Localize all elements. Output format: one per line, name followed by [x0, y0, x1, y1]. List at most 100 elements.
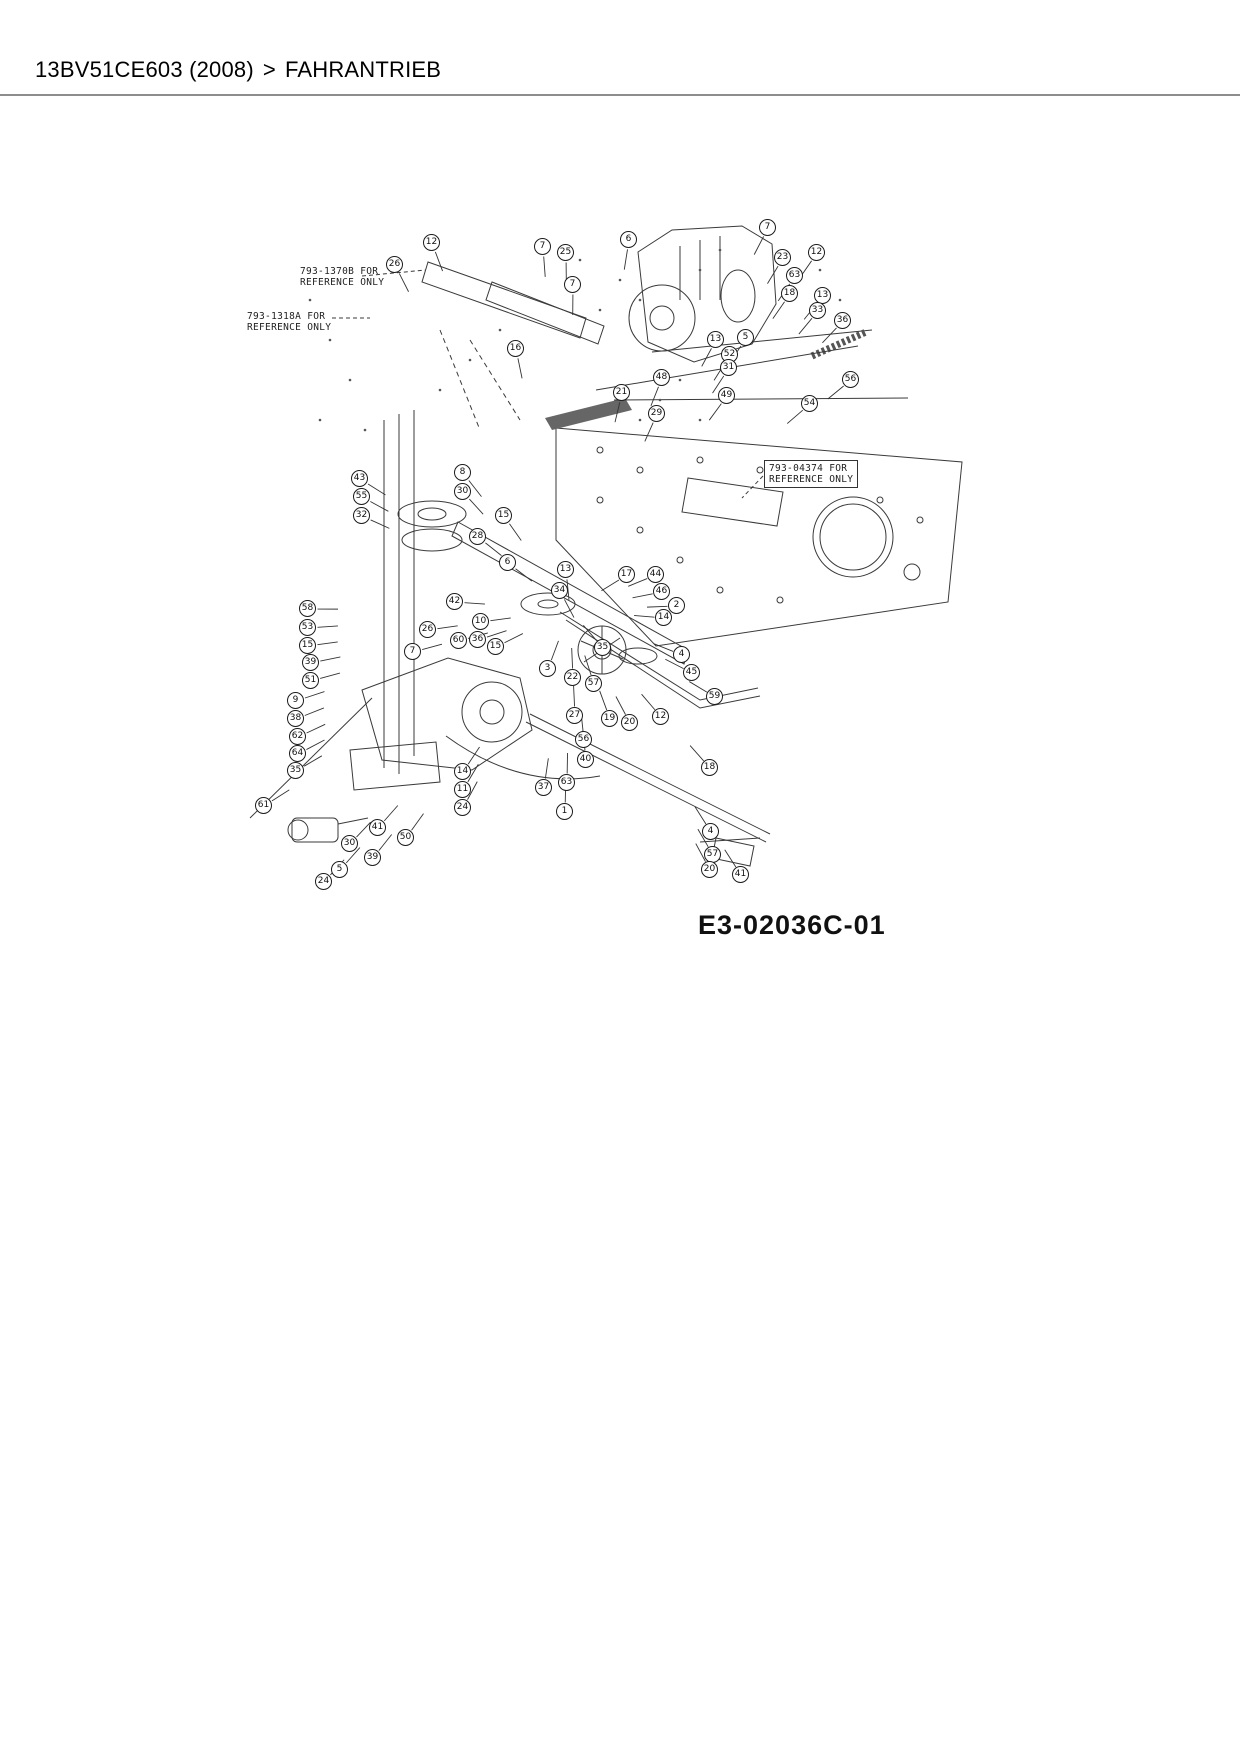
part-callout: 12	[808, 244, 825, 261]
breadcrumb-separator: >	[262, 57, 276, 82]
part-callout: 32	[353, 507, 370, 524]
part-callout: 22	[564, 669, 581, 686]
part-callout: 18	[781, 285, 798, 302]
part-callout: 6	[620, 231, 637, 248]
part-callout: 24	[315, 873, 332, 890]
reference-note-line1: 793-04374 FOR	[769, 463, 848, 474]
part-callout: 12	[423, 234, 440, 251]
part-callout: 17	[618, 566, 635, 583]
part-callout: 40	[577, 751, 594, 768]
part-callout: 60	[450, 632, 467, 649]
breadcrumb-model: 13BV51CE603 (2008)	[35, 57, 254, 82]
part-callout: 16	[507, 340, 524, 357]
reference-note-line1: 793-1318A FOR	[247, 311, 326, 322]
part-callout: 13	[707, 331, 724, 348]
part-callout: 55	[353, 488, 370, 505]
part-callout: 26	[386, 256, 403, 273]
part-callout: 30	[454, 483, 471, 500]
part-callout: 45	[683, 664, 700, 681]
part-callout: 27	[566, 707, 583, 724]
part-callout: 3	[539, 660, 556, 677]
part-callout: 12	[652, 708, 669, 725]
reference-note-line1: 793-1370B FOR	[300, 266, 379, 277]
part-callout: 4	[702, 823, 719, 840]
part-callout: 6	[499, 554, 516, 571]
reference-note-line2: REFERENCE ONLY	[300, 277, 385, 288]
part-callout: 33	[809, 302, 826, 319]
part-callout: 48	[653, 369, 670, 386]
part-callout: 50	[397, 829, 414, 846]
part-callout: 42	[446, 593, 463, 610]
reference-note-line2: REFERENCE ONLY	[247, 322, 332, 333]
part-callout: 5	[737, 329, 754, 346]
reference-note: 793-1318A FOR REFERENCE ONLY	[247, 311, 331, 333]
part-callout: 53	[299, 619, 316, 636]
part-callout: 28	[469, 528, 486, 545]
part-callout: 49	[718, 387, 735, 404]
part-callout: 10	[472, 613, 489, 630]
part-callout: 63	[558, 774, 575, 791]
part-callout: 24	[454, 799, 471, 816]
part-callout: 59	[706, 688, 723, 705]
part-callout: 63	[786, 267, 803, 284]
part-callout: 26	[419, 621, 436, 638]
part-callout: 25	[557, 244, 574, 261]
part-callout: 36	[469, 631, 486, 648]
part-callout: 15	[495, 507, 512, 524]
part-callout: 38	[287, 710, 304, 727]
part-callout: 20	[701, 861, 718, 878]
part-callout: 31	[720, 359, 737, 376]
part-callout: 14	[655, 609, 672, 626]
part-callout: 41	[732, 866, 749, 883]
part-callout: 7	[534, 238, 551, 255]
part-callout: 2	[668, 597, 685, 614]
reference-note-boxed: 793-04374 FOR REFERENCE ONLY	[764, 460, 859, 488]
part-callout: 1	[556, 803, 573, 820]
part-callout: 8	[454, 464, 471, 481]
header-divider	[0, 94, 1240, 96]
part-callout: 58	[299, 600, 316, 617]
part-callout: 39	[302, 654, 319, 671]
part-callout: 36	[834, 312, 851, 329]
part-callout: 5	[331, 861, 348, 878]
reference-note-line2: REFERENCE ONLY	[769, 474, 854, 485]
part-callout: 29	[648, 405, 665, 422]
part-callout: 41	[369, 819, 386, 836]
drawing-number: E3-02036C-01	[698, 910, 886, 940]
breadcrumb: 13BV51CE603 (2008) > FAHRANTRIEB	[35, 57, 441, 83]
part-callout: 7	[404, 643, 421, 660]
part-callout: 43	[351, 470, 368, 487]
reference-note: 793-1370B FOR REFERENCE ONLY	[300, 266, 384, 288]
part-callout: 54	[801, 395, 818, 412]
part-callout: 56	[842, 371, 859, 388]
part-callout: 13	[557, 561, 574, 578]
part-callout: 19	[601, 710, 618, 727]
part-callout: 39	[364, 849, 381, 866]
part-callout: 56	[575, 731, 592, 748]
part-callout: 64	[289, 745, 306, 762]
part-callout: 37	[535, 779, 552, 796]
breadcrumb-section: FAHRANTRIEB	[284, 57, 442, 82]
part-callout: 9	[287, 692, 304, 709]
part-callout: 15	[487, 638, 504, 655]
part-callout: 34	[551, 582, 568, 599]
part-callout: 15	[299, 637, 316, 654]
part-callout: 30	[341, 835, 358, 852]
part-callout: 57	[585, 675, 602, 692]
part-callout: 61	[255, 797, 272, 814]
part-callout: 7	[564, 276, 581, 293]
part-callout: 23	[774, 249, 791, 266]
part-callout: 51	[302, 672, 319, 689]
part-callout: 62	[289, 728, 306, 745]
part-callout: 7	[759, 219, 776, 236]
part-callout: 20	[621, 714, 638, 731]
part-callout: 35	[594, 639, 611, 656]
part-callout: 35	[287, 762, 304, 779]
part-callout: 14	[454, 763, 471, 780]
part-callout: 18	[701, 759, 718, 776]
part-callout: 21	[613, 384, 630, 401]
part-callout: 4	[673, 646, 690, 663]
part-callout: 11	[454, 781, 471, 798]
